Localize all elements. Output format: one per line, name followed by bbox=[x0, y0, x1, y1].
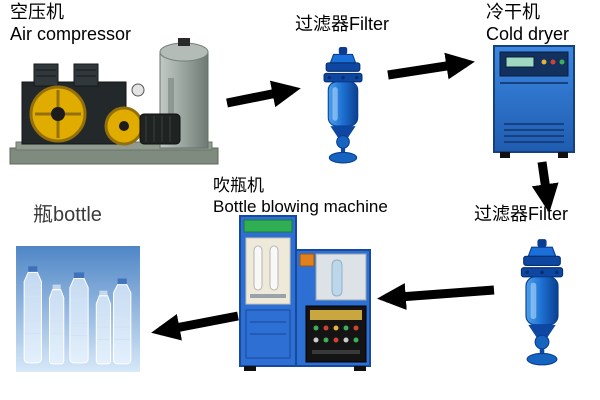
label-bottle-machine: 吹瓶机 Bottle blowing machine bbox=[213, 176, 388, 217]
label-bottles: 瓶bottle bbox=[33, 204, 102, 226]
bottles-image bbox=[16, 246, 140, 372]
air-compressor-image bbox=[9, 38, 219, 165]
filter-right-image bbox=[520, 238, 564, 366]
label-cold-dryer: 冷干机 Cold dryer bbox=[486, 2, 569, 46]
arrow-machine-to-bottles bbox=[151, 311, 239, 341]
arrow-dryer-to-filter2 bbox=[531, 161, 559, 213]
arrow-filter-to-dryer bbox=[387, 52, 475, 80]
label-air-compressor-en: Air compressor bbox=[10, 23, 132, 44]
label-air-compressor-zh: 空压机 bbox=[10, 2, 64, 22]
label-bottle-machine-zh: 吹瓶机 bbox=[213, 176, 264, 195]
arrow-compressor-to-filter bbox=[226, 80, 301, 108]
cold-dryer-image bbox=[493, 45, 575, 158]
label-cold-dryer-en: Cold dryer bbox=[486, 23, 570, 44]
filter-top-image bbox=[323, 47, 363, 164]
label-filter-right: 过滤器Filter bbox=[474, 204, 568, 224]
label-cold-dryer-zh: 冷干机 bbox=[486, 2, 540, 22]
arrow-filter2-to-machine bbox=[377, 283, 495, 311]
label-bottle-machine-en: Bottle blowing machine bbox=[213, 196, 388, 216]
label-filter-top: 过滤器Filter bbox=[295, 14, 389, 34]
bottle-blowing-machine-image bbox=[239, 215, 371, 371]
label-air-compressor: 空压机 Air compressor bbox=[10, 2, 131, 46]
